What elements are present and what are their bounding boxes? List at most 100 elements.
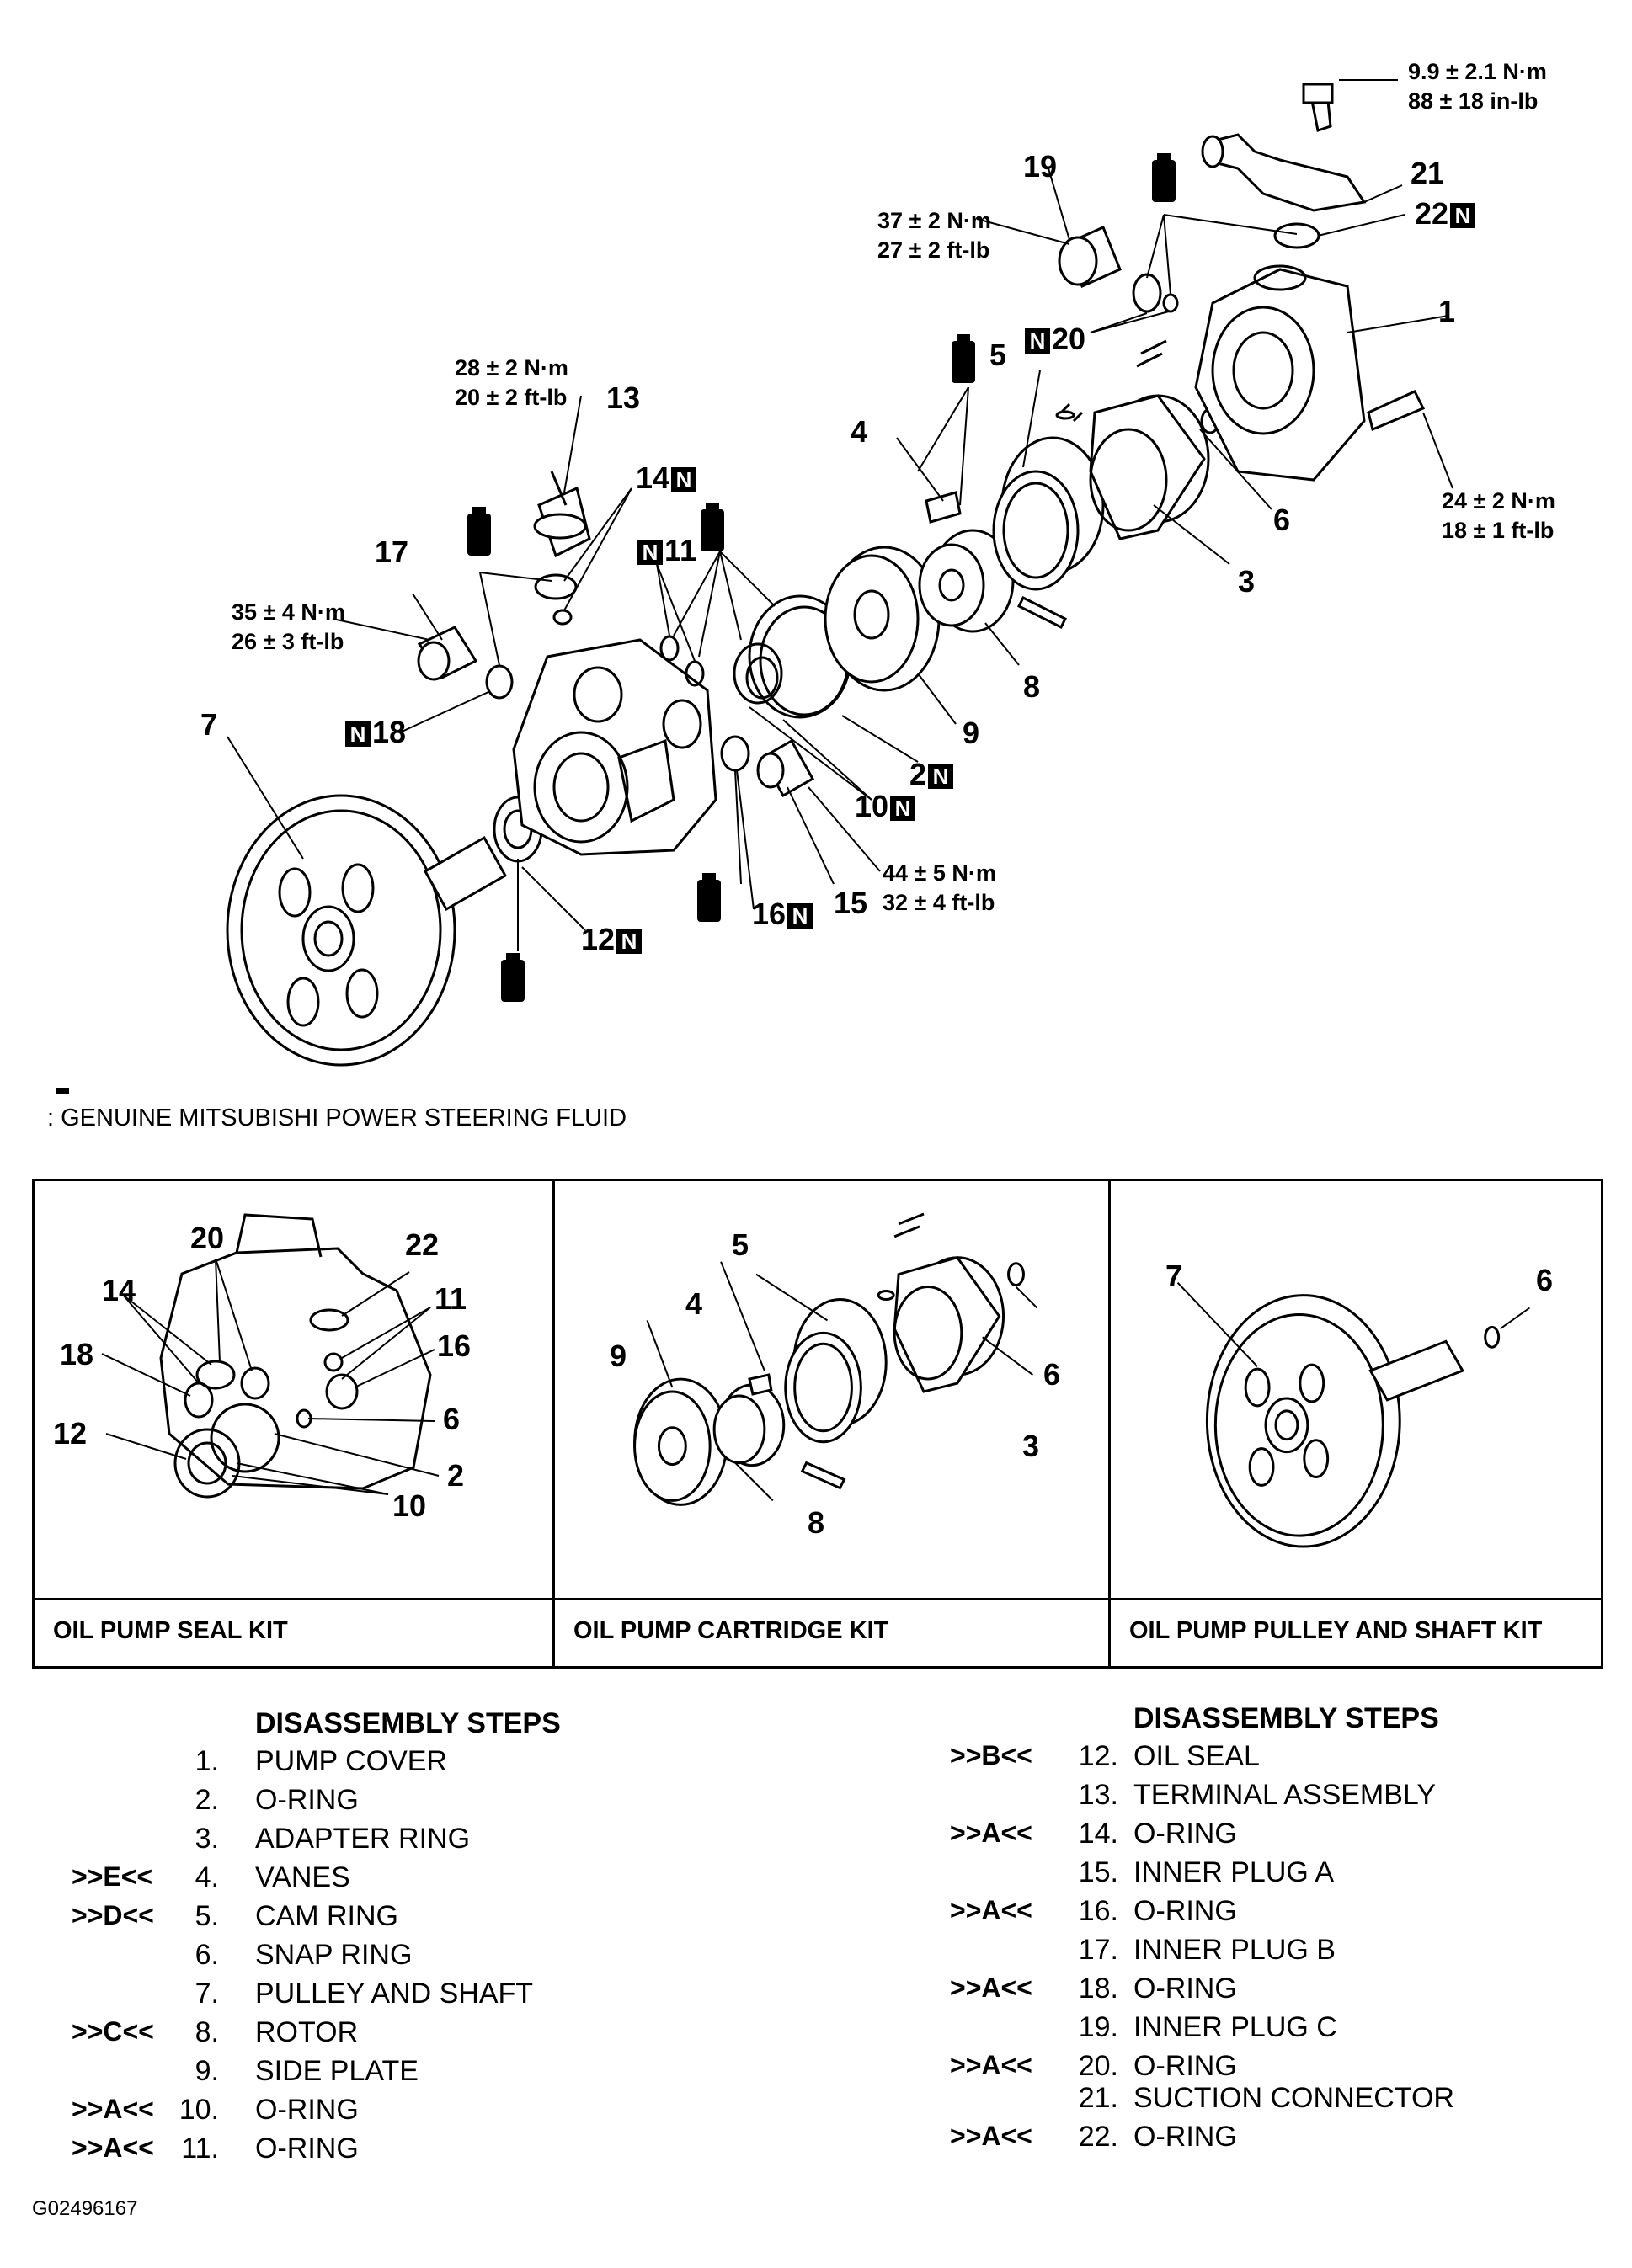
figure-code: G02496167 [32, 2197, 138, 2220]
kit-seal-callout-12: 12 [53, 1416, 88, 1451]
new-part-mark: N [787, 903, 813, 929]
step-12: >>B<<12.OIL SEAL [950, 1740, 1260, 1772]
callout-15: 15 [834, 886, 868, 920]
kit-pulley: 7 6 OIL PUMP PULLEY AND SHAFT KIT [1108, 1181, 1601, 1666]
kit-seal-callout-10: 10 [392, 1488, 427, 1523]
kit-seal-callout-2: 2 [447, 1458, 465, 1493]
steps-right-title: DISASSEMBLY STEPS [1133, 1702, 1439, 1734]
kit-cartridge-callout-8: 8 [808, 1505, 825, 1540]
callout-9: 9 [963, 716, 980, 750]
exploded-view-drawing [56, 79, 1453, 1094]
seal-kit-drawing [101, 1213, 440, 1499]
o-ring-16-drawing [720, 735, 750, 772]
step-18: >>A<<18.O-RING [950, 1973, 1237, 2004]
torque-suction-bolt: 9.9 ± 2.1 N·m 88 ± 18 in-lb [1408, 59, 1547, 114]
suction-connector-drawing [1201, 133, 1367, 212]
new-part-mark: N [616, 929, 643, 955]
leader-lines [227, 79, 1453, 951]
o-ring-20b-drawing [1162, 293, 1179, 313]
kit-seal-callout-6: 6 [443, 1402, 461, 1436]
step-7: 7.PULLEY AND SHAFT [195, 1978, 534, 2010]
step-20: >>A<<20.O-RING [950, 2050, 1237, 2082]
step-15: 15.INNER PLUG A [1078, 1856, 1335, 1888]
kit-seal-callout-16: 16 [437, 1328, 472, 1363]
pulley-kit-drawing [1176, 1281, 1531, 1548]
step-1: 1.PUMP COVER [195, 1745, 447, 1777]
kit-cartridge-callout-6: 6 [1043, 1357, 1061, 1392]
step-6: 6.SNAP RING [195, 1939, 413, 1971]
callout-6: 6 [1273, 503, 1291, 537]
new-part-mark: N [928, 764, 954, 790]
callout-19: 19 [1023, 149, 1058, 184]
step-11: >>A<<11.O-RING [72, 2132, 359, 2164]
step-9: 9.SIDE PLATE [195, 2055, 419, 2087]
torque-inner-plug-b: 35 ± 4 N·m 26 ± 3 ft-lb [232, 599, 345, 655]
kit-seal-callout-22: 22 [405, 1227, 440, 1262]
new-part-mark: N [1025, 328, 1050, 354]
rotor-drawing [918, 529, 1015, 633]
legend-text: : GENUINE MITSUBISHI POWER STEERING FLUI… [47, 1105, 627, 1131]
cartridge-kit-drawing [633, 1212, 1038, 1506]
torque-inner-plug-c: 37 ± 2 N·m 27 ± 2 ft-lb [877, 208, 991, 264]
inner-plug-c-drawing [1058, 225, 1122, 289]
o-ring-11a-drawing [659, 635, 680, 662]
inner-plug-a-drawing [756, 738, 815, 798]
kit-seal-callout-14: 14 [102, 1273, 136, 1307]
kit-seal-label: OIL PUMP SEAL KIT [35, 1598, 552, 1671]
side-plate-drawing [824, 546, 941, 692]
kit-pulley-callout-7: 7 [1165, 1259, 1183, 1293]
callout-1: 1 [1438, 294, 1456, 328]
step-16: >>A<<16.O-RING [950, 1895, 1237, 1927]
steps-left: DISASSEMBLY STEPS 1.PUMP COVER 2.O-RING … [63, 1707, 821, 2171]
callout-8: 8 [1023, 669, 1041, 704]
steps-left-title: DISASSEMBLY STEPS [255, 1707, 561, 1739]
new-part-mark: N [671, 467, 697, 493]
pump-cover-drawing [1194, 264, 1366, 482]
o-ring-11b-drawing [685, 660, 705, 687]
step-2: 2.O-RING [195, 1784, 359, 1816]
kit-cartridge-callout-3: 3 [1022, 1429, 1040, 1463]
callout-7: 7 [200, 707, 218, 742]
callout-3: 3 [1238, 564, 1256, 599]
o-ring-10-drawing [733, 642, 783, 705]
step-4: >>E<<4.VANES [72, 1861, 350, 1893]
kit-seal-callout-18: 18 [60, 1337, 94, 1371]
o-ring-22-drawing [1273, 222, 1320, 249]
callout-5: 5 [989, 338, 1007, 372]
step-5: >>D<<5.CAM RING [72, 1900, 398, 1932]
torque-pump-cover-bolt: 24 ± 2 N·m 18 ± 1 ft-lb [1442, 488, 1555, 544]
fluid-legend: : GENUINE MITSUBISHI POWER STEERING FLUI… [47, 1105, 627, 1132]
kit-table: 20 22 14 11 16 18 6 12 2 10 OIL PUMP SEA… [32, 1179, 1603, 1669]
step-10: >>A<<10.O-RING [72, 2094, 359, 2126]
new-part-mark: N [1450, 203, 1476, 229]
kit-cartridge-label: OIL PUMP CARTRIDGE KIT [555, 1598, 1108, 1671]
kit-cartridge-callout-4: 4 [685, 1286, 703, 1321]
new-part-mark: N [345, 721, 371, 748]
step-14: >>A<<14.O-RING [950, 1818, 1237, 1850]
callout-13: 13 [606, 381, 641, 415]
adapter-ring-drawing [1089, 394, 1210, 540]
o-ring-18-drawing [485, 664, 514, 700]
kit-cartridge-callout-9: 9 [610, 1339, 627, 1373]
fluid-bottle-icons [56, 153, 1176, 1094]
step-13: 13.TERMINAL ASSEMBLY [1078, 1779, 1436, 1811]
step-21: 21.SUCTION CONNECTOR [1078, 2082, 1454, 2114]
pump-body-drawing [512, 638, 717, 856]
kit-seal-callout-11: 11 [435, 1281, 467, 1316]
kit-seal: 20 22 14 11 16 18 6 12 2 10 OIL PUMP SEA… [35, 1181, 552, 1666]
new-part-mark: N [637, 540, 663, 566]
vane-drawing [925, 491, 962, 524]
kit-cartridge: 5 4 9 6 3 8 OIL PUMP CARTRIDGE KIT [552, 1181, 1108, 1666]
o-ring-20a-drawing [1132, 273, 1162, 313]
kit-cartridge-callout-5: 5 [732, 1227, 749, 1262]
kit-pulley-label: OIL PUMP PULLEY AND SHAFT KIT [1111, 1598, 1601, 1671]
